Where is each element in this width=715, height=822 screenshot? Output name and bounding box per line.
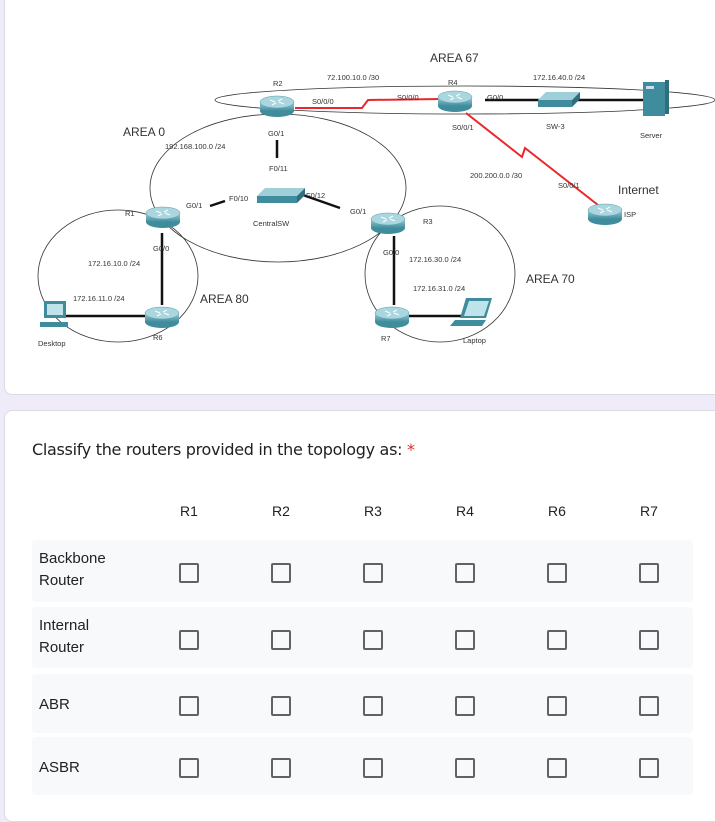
column-header: R7 bbox=[640, 503, 658, 519]
network-label: 172.16.11.0 /24 bbox=[73, 294, 125, 303]
checkbox-r2[interactable] bbox=[271, 758, 291, 778]
port-label: G0/1 bbox=[350, 207, 366, 216]
checkbox-r4[interactable] bbox=[455, 758, 475, 778]
grid-row: ASBR bbox=[32, 737, 693, 795]
sw3-label: SW-3 bbox=[546, 122, 565, 131]
router-r7 bbox=[374, 306, 410, 329]
desktop-icon bbox=[40, 301, 68, 327]
grid-row: Internal Router bbox=[32, 607, 693, 668]
row-label: ASBR bbox=[39, 759, 80, 776]
question-title: Classify the routers provided in the top… bbox=[32, 440, 415, 459]
port-label: G0/0 bbox=[383, 248, 399, 257]
checkbox-r4[interactable] bbox=[455, 563, 475, 583]
checkbox-r1[interactable] bbox=[179, 629, 199, 650]
checkbox-r7[interactable] bbox=[639, 629, 659, 650]
port-label: G0/1 bbox=[186, 201, 202, 210]
area-67-label: AREA 67 bbox=[430, 51, 479, 65]
internet-label: Internet bbox=[618, 183, 659, 197]
checkbox-r2[interactable] bbox=[271, 695, 291, 716]
port-label: F0/11 bbox=[269, 164, 288, 173]
network-label: 72.100.10.0 /30 bbox=[327, 73, 379, 82]
port-label: F0/12 bbox=[306, 191, 325, 200]
checkbox-r7[interactable] bbox=[639, 758, 659, 778]
grid-row: ABR bbox=[32, 674, 693, 733]
router-isp bbox=[587, 203, 623, 226]
r4-label: R4 bbox=[448, 78, 458, 87]
area-80-label: AREA 80 bbox=[200, 292, 249, 306]
checkbox-r6[interactable] bbox=[547, 563, 567, 583]
checkbox-r7[interactable] bbox=[639, 695, 659, 716]
column-header: R2 bbox=[272, 503, 290, 519]
port-label: G0/1 bbox=[268, 129, 284, 138]
centralsw-label: CentralSW bbox=[253, 219, 290, 228]
column-header: R1 bbox=[180, 503, 198, 519]
checkbox-r3[interactable] bbox=[363, 758, 383, 778]
server-label: Server bbox=[640, 131, 663, 140]
checkbox-r6[interactable] bbox=[547, 758, 567, 778]
column-header: R6 bbox=[548, 503, 566, 519]
checkbox-r3[interactable] bbox=[363, 695, 383, 716]
network-label: 192.168.100.0 /24 bbox=[165, 142, 225, 151]
laptop-icon bbox=[450, 298, 492, 326]
port-label: S0/0/1 bbox=[558, 181, 580, 190]
checkbox-r3[interactable] bbox=[363, 629, 383, 650]
r3-label: R3 bbox=[423, 217, 433, 226]
router-r3 bbox=[370, 212, 406, 235]
desktop-label: Desktop bbox=[38, 339, 66, 348]
router-r4 bbox=[437, 90, 473, 113]
r1-label: R1 bbox=[125, 209, 135, 218]
checkbox-r7[interactable] bbox=[639, 563, 659, 583]
network-label: 172.16.40.0 /24 bbox=[533, 73, 585, 82]
checkbox-r6[interactable] bbox=[547, 695, 567, 716]
laptop-label: Laptop bbox=[463, 336, 486, 345]
checkbox-r1[interactable] bbox=[179, 695, 199, 716]
serial-links bbox=[295, 98, 599, 206]
router-r6 bbox=[144, 306, 180, 329]
network-topology-diagram: AREA 67 AREA 0 AREA 80 AREA 70 Internet … bbox=[37, 51, 715, 348]
network-label: 172.16.31.0 /24 bbox=[413, 284, 465, 293]
area-70-label: AREA 70 bbox=[526, 272, 575, 286]
area-67-boundary bbox=[214, 85, 715, 115]
column-header: R4 bbox=[456, 503, 474, 519]
area-70-boundary bbox=[364, 205, 516, 343]
checkbox-r4[interactable] bbox=[455, 629, 475, 650]
row-label: Backbone Router bbox=[39, 550, 106, 589]
r2-label: R2 bbox=[273, 79, 283, 88]
area-0-label: AREA 0 bbox=[123, 125, 165, 139]
row-label: Internal Router bbox=[39, 617, 90, 656]
checkbox-r4[interactable] bbox=[455, 695, 475, 716]
port-label: F0/10 bbox=[229, 194, 248, 203]
topology-card bbox=[4, 0, 715, 395]
question-text: Classify the routers provided in the top… bbox=[32, 440, 403, 459]
switch-sw3 bbox=[538, 92, 580, 107]
router-r1 bbox=[145, 206, 181, 229]
network-label: 172.16.30.0 /24 bbox=[409, 255, 461, 264]
checkbox-r1[interactable] bbox=[179, 563, 199, 583]
checkbox-r3[interactable] bbox=[363, 563, 383, 583]
checkbox-r6[interactable] bbox=[547, 629, 567, 650]
port-label: S0/0/1 bbox=[452, 123, 474, 132]
port-label: G0/0 bbox=[487, 93, 503, 102]
isp-label: ISP bbox=[624, 210, 636, 219]
row-label: ABR bbox=[39, 696, 70, 713]
area-80-boundary bbox=[37, 209, 199, 343]
column-header: R3 bbox=[364, 503, 382, 519]
port-label: G0/0 bbox=[153, 244, 169, 253]
router-r2 bbox=[259, 95, 295, 118]
checkbox-r2[interactable] bbox=[271, 563, 291, 583]
network-label: 200.200.0.0 /30 bbox=[470, 171, 522, 180]
checkbox-r2[interactable] bbox=[271, 629, 291, 650]
checkbox-r1[interactable] bbox=[179, 758, 199, 778]
server-icon bbox=[643, 80, 669, 116]
port-label: S0/0/0 bbox=[312, 97, 334, 106]
r6-label: R6 bbox=[153, 333, 163, 342]
r7-label: R7 bbox=[381, 334, 391, 343]
switch-central bbox=[257, 188, 305, 203]
required-asterisk: * bbox=[407, 440, 415, 459]
grid-row: Backbone Router bbox=[32, 540, 693, 602]
network-label: 172.16.10.0 /24 bbox=[88, 259, 140, 268]
port-label: S0/0/0 bbox=[397, 93, 419, 102]
